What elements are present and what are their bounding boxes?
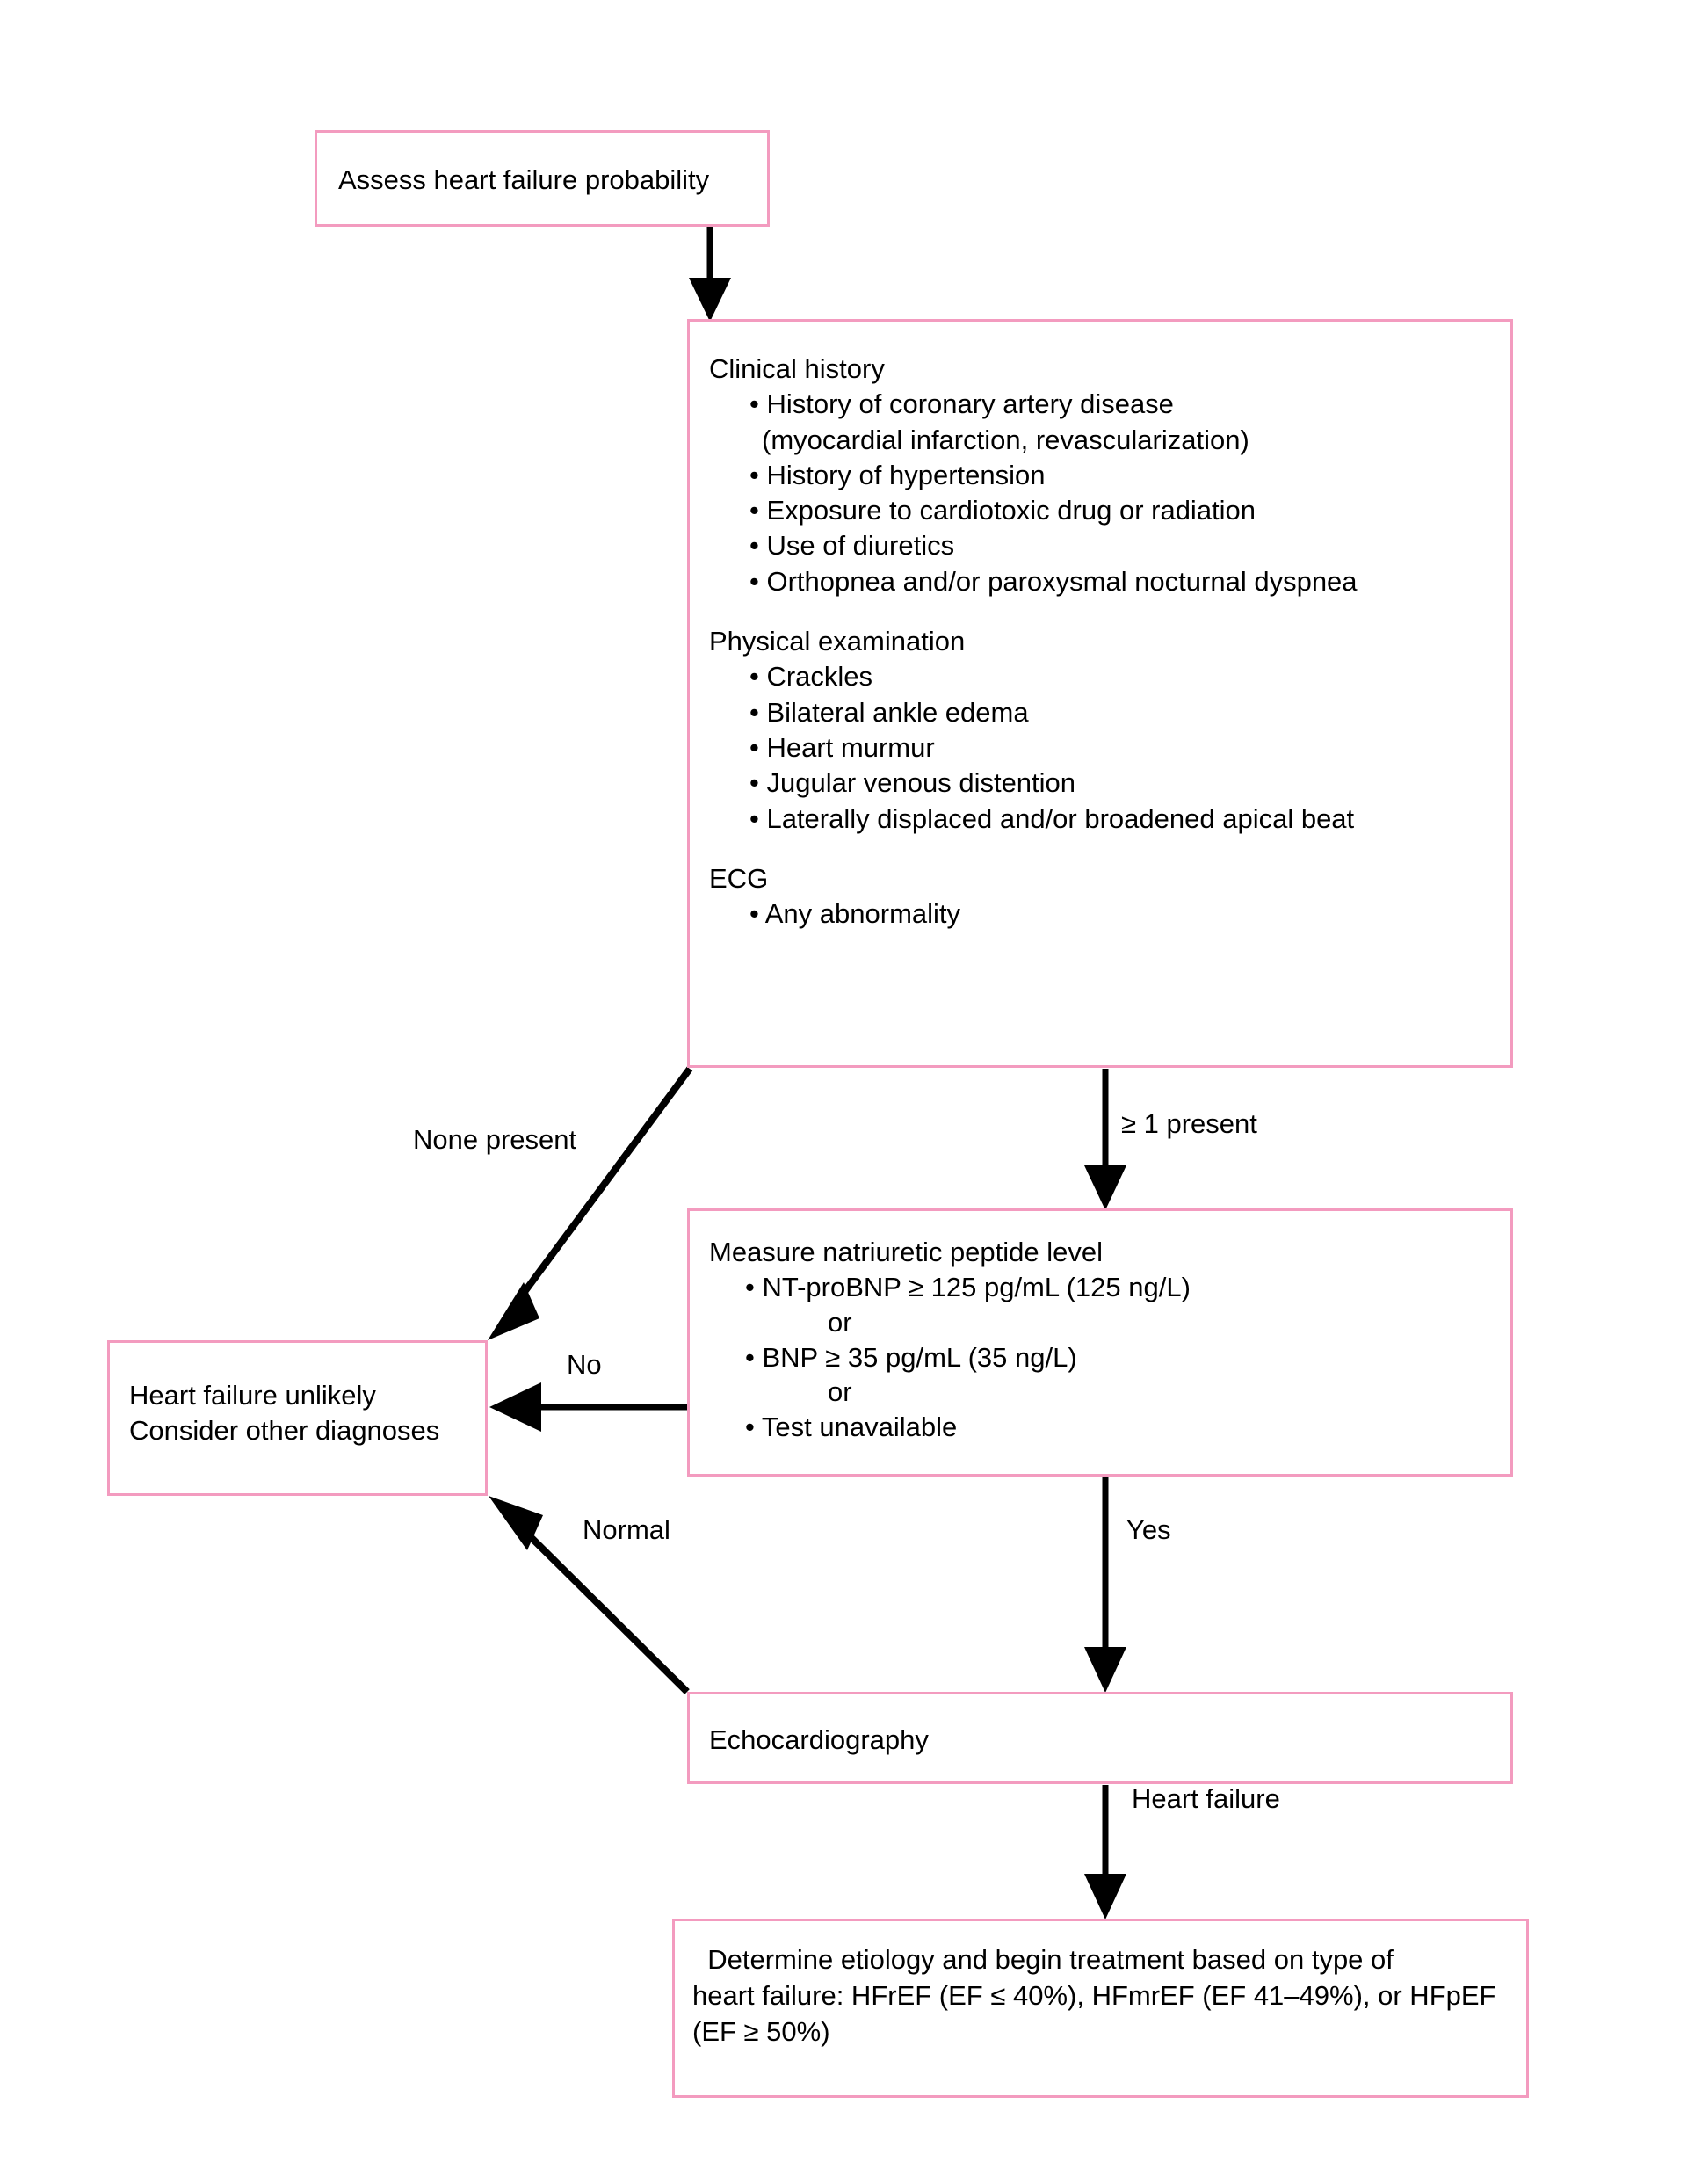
list-item: • BNP ≥ 35 pg/mL (35 ng/L) (745, 1341, 1077, 1373)
arrow-none-present (488, 1066, 693, 1340)
edge-label-heart-failure: Heart failure (1132, 1783, 1280, 1814)
node-measure-natriuretic-peptide[interactable]: Measure natriuretic peptide level • NT-p… (687, 1208, 1513, 1477)
echo-text: Echocardiography (709, 1724, 929, 1755)
list-item: • Laterally displaced and/or broadened a… (749, 802, 1355, 834)
list-item: • Crackles (749, 661, 873, 693)
arrow-assess-to-criteria (689, 227, 731, 322)
arrow-no (489, 1382, 687, 1432)
list-item-or: or (828, 1306, 852, 1338)
unlikely-line-1: Heart failure unlikely (129, 1380, 376, 1411)
unlikely-line-2: Consider other diagnoses (129, 1415, 440, 1447)
clinical-history-list: • History of coronary artery disease (my… (709, 387, 1510, 599)
edge-label-no: No (567, 1349, 602, 1380)
arrow-heart-failure (1084, 1785, 1126, 1919)
list-item: • Jugular venous distention (749, 767, 1076, 799)
node-heart-failure-unlikely[interactable]: Heart failure unlikely Consider other di… (107, 1340, 488, 1496)
arrow-ge1-present (1084, 1069, 1126, 1210)
determine-line-1: Determine etiology and begin treatment b… (692, 1944, 1394, 1975)
ecg-list: • Any abnormality (709, 896, 1510, 932)
section-spacer (709, 599, 1510, 624)
node-clinical-criteria[interactable]: Clinical history • History of coronary a… (687, 319, 1513, 1068)
section-heading-clinical-history: Clinical history (709, 353, 885, 384)
determine-line-3: (EF ≥ 50%) (692, 2015, 830, 2047)
list-item: • Exposure to cardiotoxic drug or radiat… (749, 495, 1256, 526)
node-determine-etiology-and-treatment[interactable]: Determine etiology and begin treatment b… (672, 1919, 1529, 2098)
list-item: • Bilateral ankle edema (749, 696, 1029, 728)
list-item: • Heart murmur (749, 731, 935, 763)
node-assess-heart-failure-probability[interactable]: Assess heart failure probability (315, 130, 770, 227)
determine-line-2: heart failure: HFrEF (EF ≤ 40%), HFmrEF … (692, 1979, 1496, 2011)
node-echocardiography[interactable]: Echocardiography (687, 1692, 1513, 1784)
list-item: • History of hypertension (749, 459, 1046, 490)
node-assess-text: Assess heart failure probability (338, 164, 710, 195)
list-item-or: or (828, 1376, 852, 1408)
arrow-yes (1084, 1477, 1126, 1693)
edge-label-yes: Yes (1126, 1514, 1171, 1545)
edge-label-none-present: None present (413, 1124, 577, 1155)
list-item: • NT-proBNP ≥ 125 pg/mL (125 ng/L) (745, 1272, 1191, 1303)
section-heading-ecg: ECG (709, 862, 769, 894)
list-item: • Use of diuretics (749, 530, 955, 562)
list-item: • History of coronary artery disease (749, 388, 1174, 420)
section-heading-physical-examination: Physical examination (709, 626, 966, 657)
physical-examination-list: • Crackles • Bilateral ankle edema • Hea… (709, 659, 1510, 836)
list-item: • Orthopnea and/or paroxysmal nocturnal … (749, 565, 1358, 597)
arrow-normal (489, 1496, 690, 1694)
npep-heading: Measure natriuretic peptide level (709, 1237, 1104, 1267)
section-spacer (709, 837, 1510, 861)
npep-criteria-list: • NT-proBNP ≥ 125 pg/mL (125 ng/L) or • … (709, 1270, 1510, 1444)
list-item: (myocardial infarction, revascularizatio… (762, 424, 1249, 455)
list-item: • Any abnormality (749, 898, 961, 930)
edge-label-ge-one-present: ≥ 1 present (1121, 1108, 1257, 1139)
list-item: • Test unavailable (745, 1411, 958, 1442)
edge-label-normal: Normal (583, 1514, 670, 1545)
